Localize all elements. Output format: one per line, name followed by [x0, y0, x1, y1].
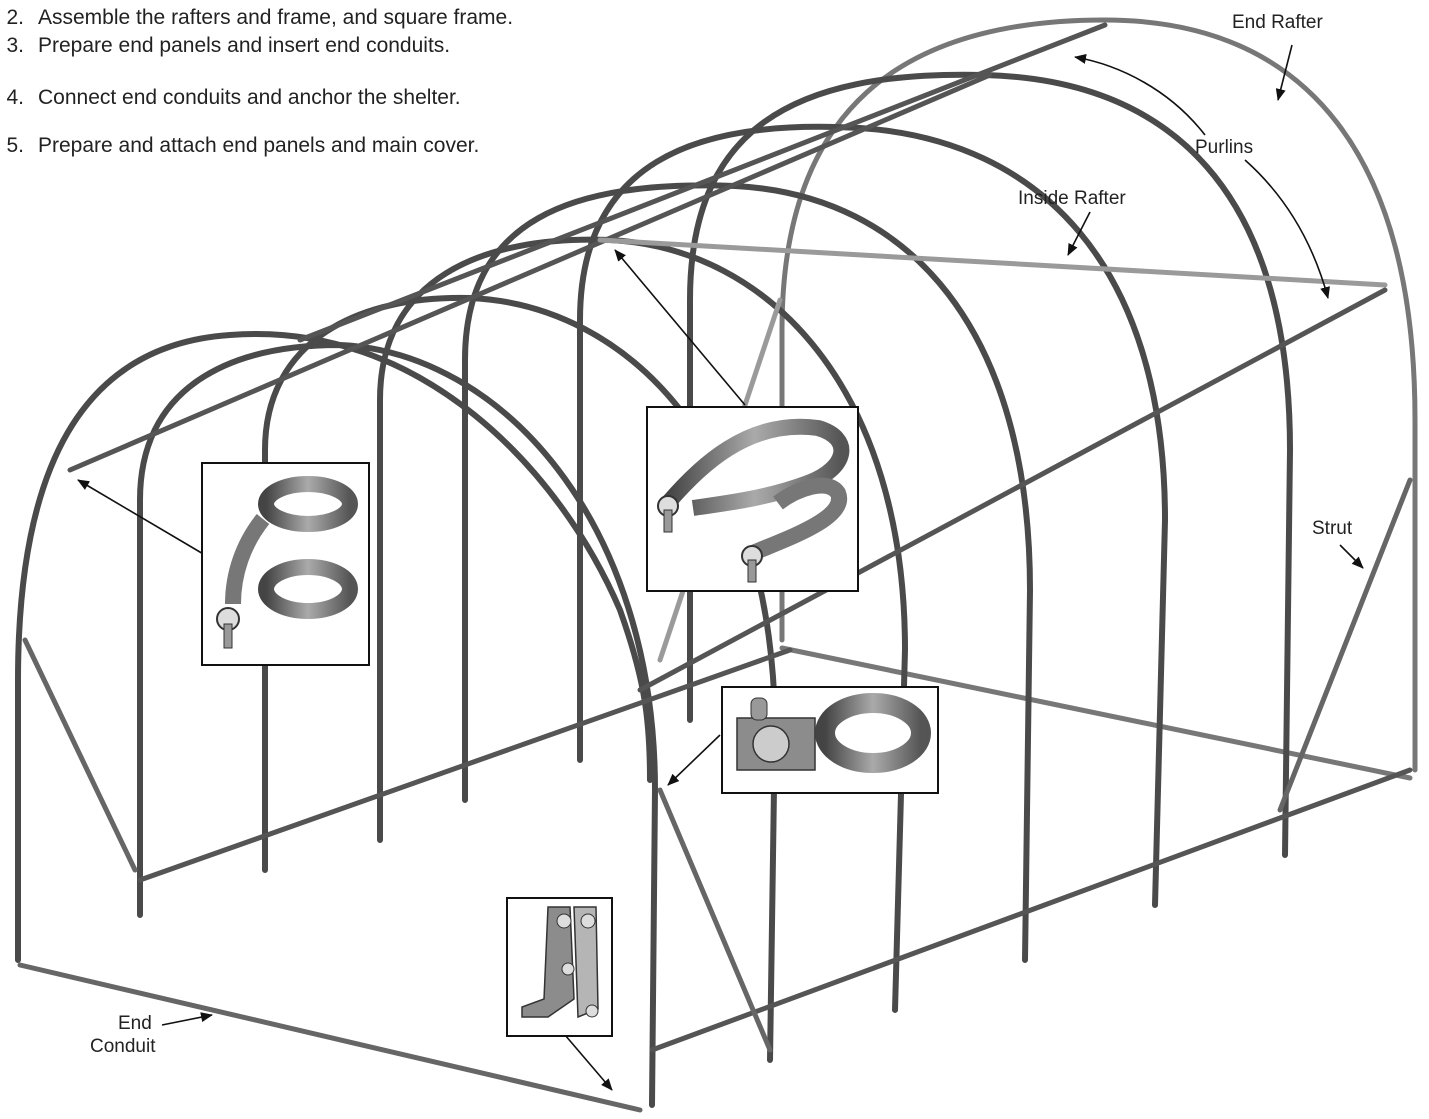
front-base [17, 297, 1413, 1113]
arrow-purlins-upper [1074, 54, 1206, 136]
end-rafter-back [779, 17, 1418, 773]
leader-arrows [77, 44, 1364, 1091]
step-number: 3. [6, 34, 24, 57]
arrow-tee-clamp [667, 734, 721, 786]
rafter-1 [137, 341, 659, 1108]
assembly-steps: 2. Assemble the rafters and frame, and s… [0, 0, 640, 170]
base-conduit-right [649, 767, 1413, 1053]
rafter-6 [687, 71, 1294, 858]
rafter-5 [577, 123, 1169, 908]
upper-purlin-right [597, 237, 1388, 288]
label-strut: Strut [1312, 518, 1353, 539]
arrow-clamp-top [614, 249, 746, 406]
step-text: Prepare end panels and insert end condui… [38, 34, 451, 57]
upper-purlin-left [67, 72, 993, 473]
end-rafter-front [15, 330, 653, 963]
inset-pipe-tee-clamp [721, 686, 939, 794]
step-text: Prepare and attach end panels and main c… [38, 134, 480, 157]
arrow-base-bracket [564, 1034, 613, 1091]
step-text: Connect end conduits and anchor the shel… [38, 86, 461, 109]
base-conduit-left [137, 647, 793, 883]
back-frame [779, 17, 1418, 781]
arrow-end-conduit [161, 1012, 213, 1026]
strut-back-right [1277, 477, 1413, 813]
arrow-inside-rafter [1067, 211, 1091, 256]
step-number: 4. [6, 86, 24, 109]
step-number: 5. [6, 134, 24, 157]
step-text: Assemble the rafters and frame, and squa… [38, 6, 514, 29]
inset-purlin-clamp [646, 406, 859, 592]
double-ring-clamp-icon [216, 476, 358, 649]
rafter-4 [462, 182, 1034, 963]
label-purlins: Purlins [1195, 137, 1254, 158]
pipe-tee-clamp-icon [736, 693, 931, 773]
arrow-strut [1339, 544, 1364, 569]
arrow-clamp-left [77, 479, 206, 556]
purlin-clamp-icon [657, 418, 850, 583]
back-base-conduit [779, 645, 1413, 781]
inset-double-ring-clamp [201, 462, 370, 666]
ridge-purlin [297, 22, 1108, 343]
inset-base-bracket [506, 897, 613, 1037]
arrow-end-rafter [1275, 44, 1293, 101]
strut-front-left [22, 637, 138, 873]
label-inside-rafter: Inside Rafter [1018, 188, 1126, 209]
end-conduit [17, 962, 643, 1113]
base-bracket-icon [521, 906, 599, 1019]
mid-purlin-right [637, 287, 1388, 693]
rafter-3 [377, 236, 909, 1013]
label-end-conduit-line1: End [118, 1013, 152, 1034]
label-end-rafter: End Rafter [1232, 12, 1323, 33]
arrow-purlins-lower [1244, 159, 1330, 299]
purlins [67, 22, 1413, 1053]
label-end-conduit-line2: Conduit [90, 1036, 156, 1057]
strut-front-right [657, 787, 773, 1053]
step-number: 2. [6, 6, 24, 29]
